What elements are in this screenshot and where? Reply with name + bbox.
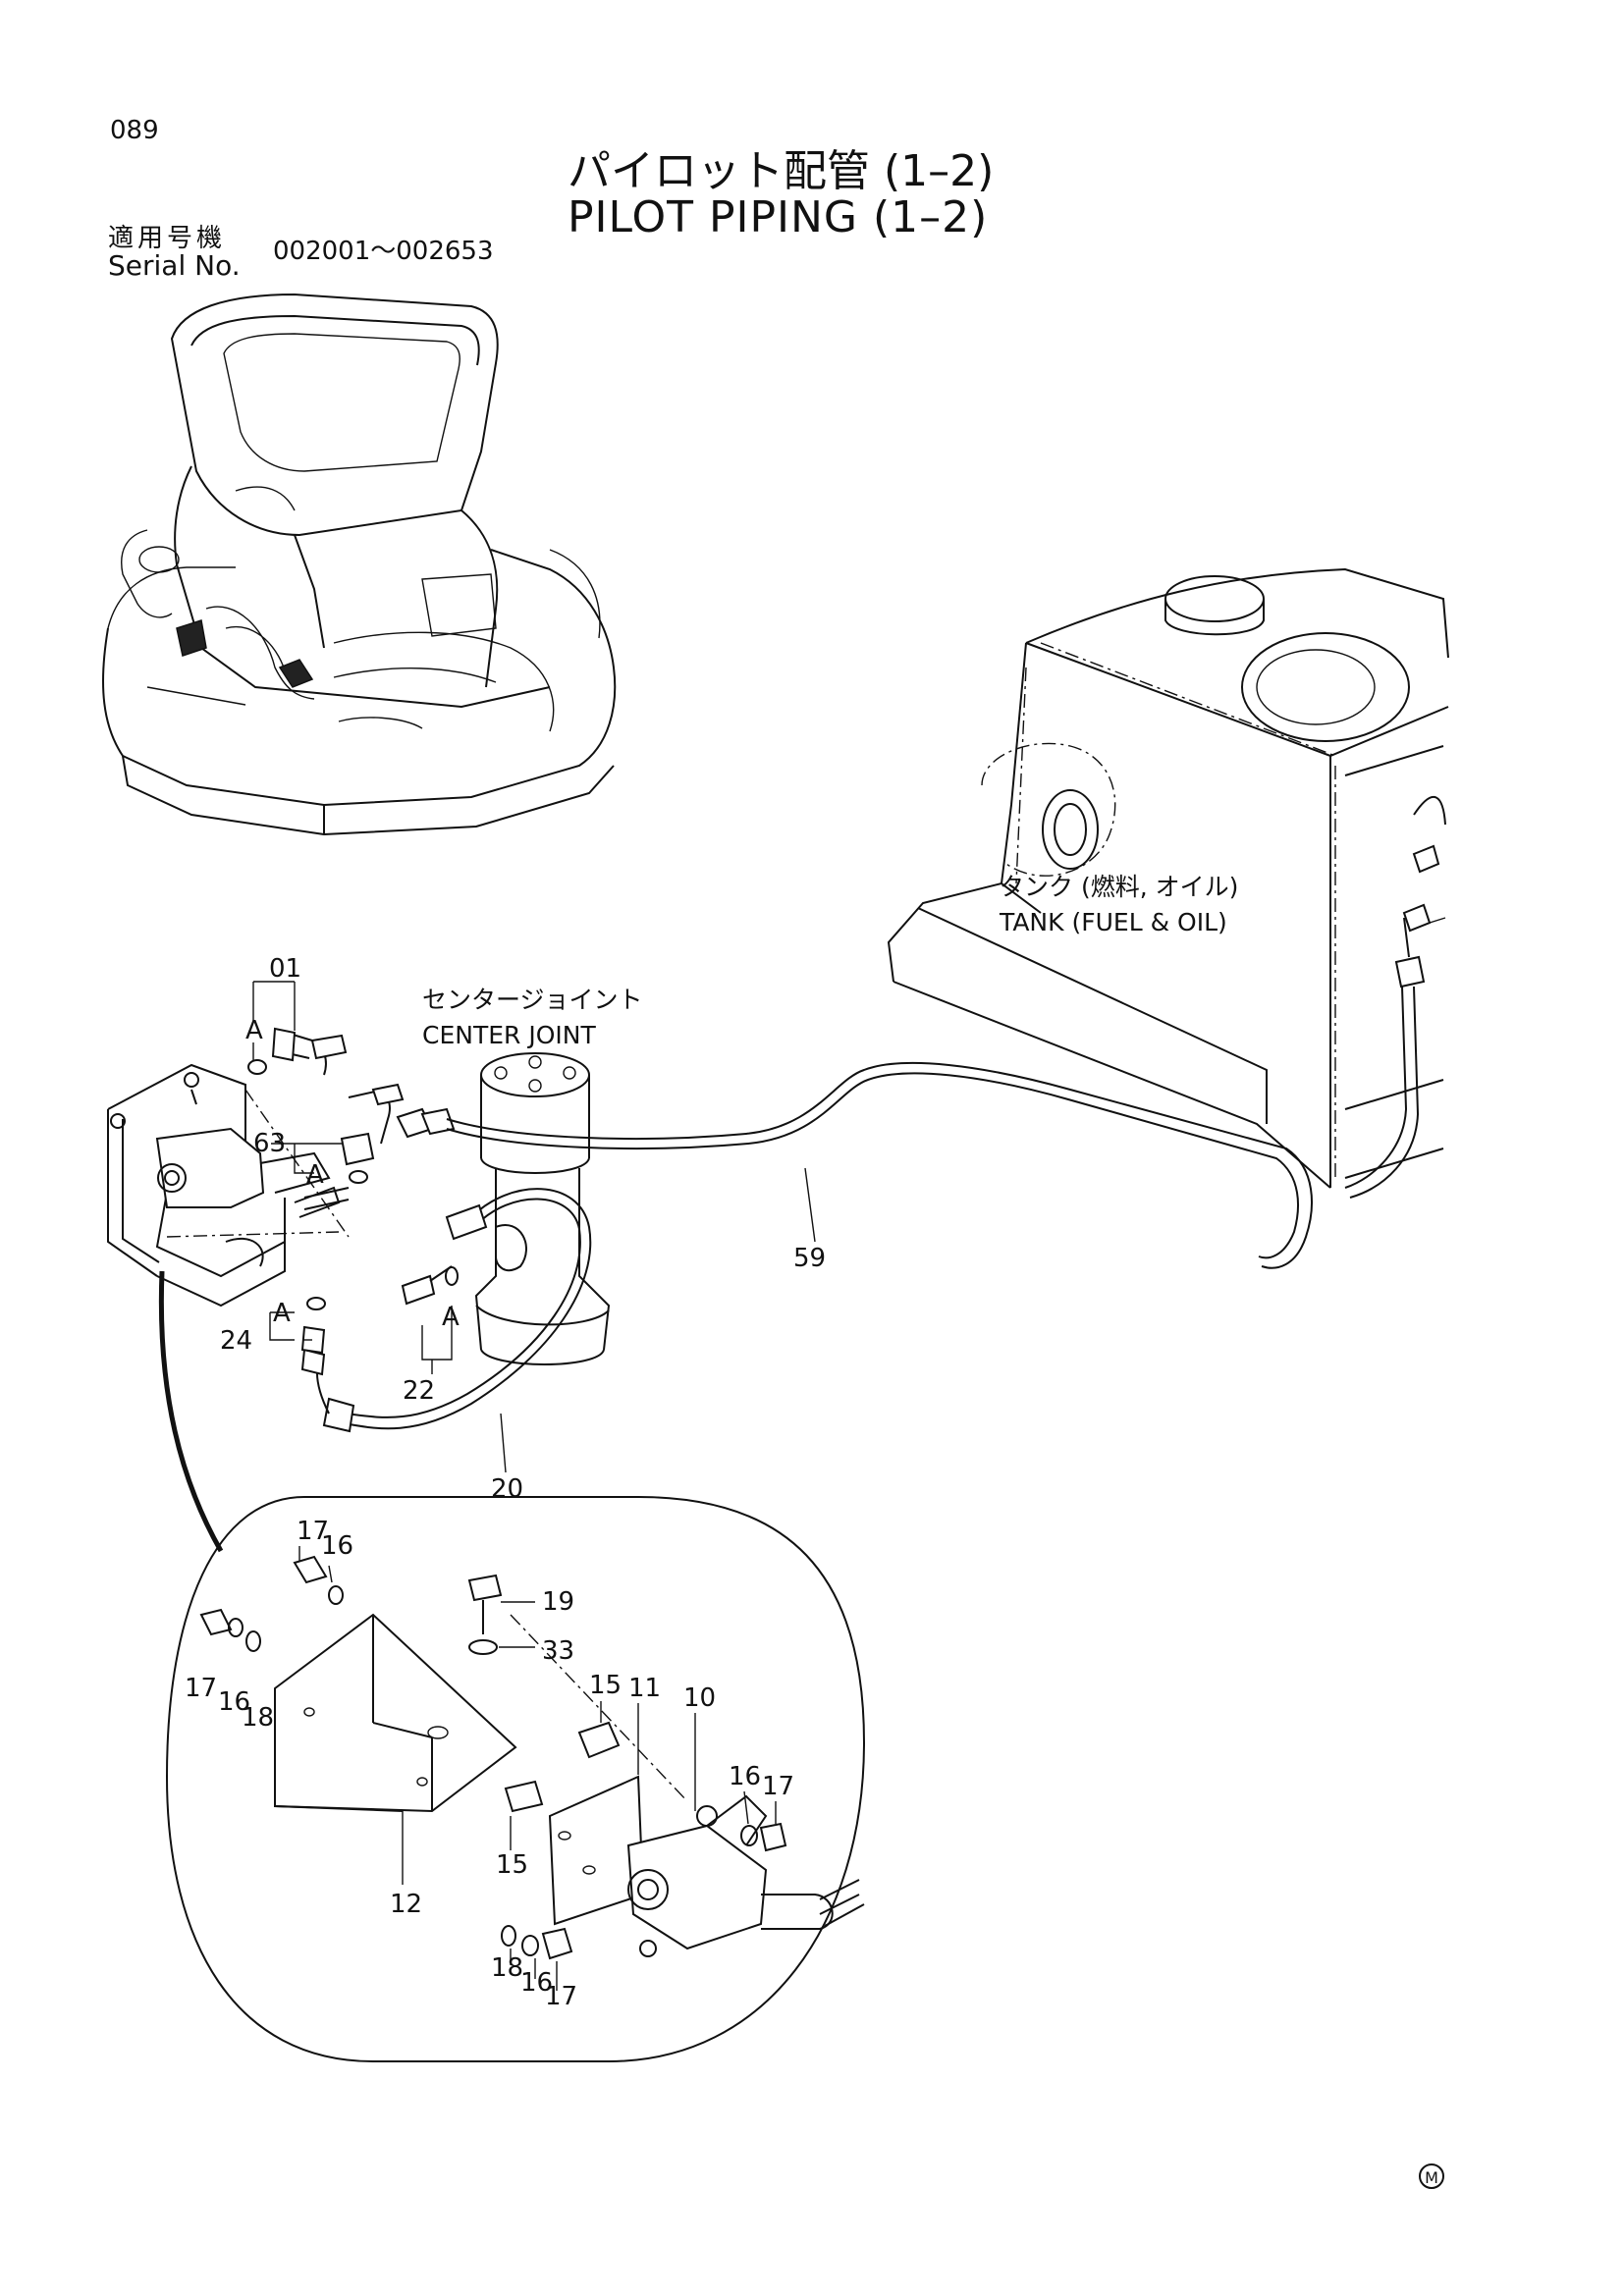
hose-nut <box>420 1107 456 1136</box>
part-label-17-b: 17 <box>185 1674 217 1703</box>
page-title-english: PILOT PIPING (1–2) <box>568 192 989 242</box>
o-ring-24 <box>306 1297 326 1310</box>
serial-label-english: Serial No. <box>108 249 241 282</box>
detail-ref-a-2: A <box>306 1160 324 1190</box>
washer-33 <box>468 1639 498 1655</box>
adapter-22 <box>401 1274 436 1306</box>
part-label-24: 24 <box>220 1326 252 1356</box>
washer-18 <box>245 1630 261 1652</box>
hose-20-edge <box>345 1198 581 1418</box>
leader-lines-detail <box>298 1546 777 1991</box>
part-label-16-c: 16 <box>729 1762 761 1791</box>
valve-10 <box>510 1614 865 1957</box>
part-label-17-d: 17 <box>545 1982 577 2011</box>
serial-range: 002001～002653 <box>273 237 494 266</box>
washer-16-b <box>328 1585 344 1605</box>
page-title-japanese: パイロット配管 (1–2) <box>568 146 995 196</box>
part-label-16-d: 16 <box>520 1968 553 1998</box>
center-joint-label-japanese: センタージョイント <box>422 986 643 1014</box>
serial-label-japanese: 適用号機 <box>108 224 227 253</box>
detail-callout-connector <box>158 1270 224 1553</box>
part-label-63: 63 <box>253 1129 286 1158</box>
center-joint-illustration <box>474 1052 611 1365</box>
detail-ref-a-3: A <box>273 1299 291 1328</box>
hose-20-swivel <box>300 1348 326 1376</box>
machine-overview-illustration <box>102 293 617 836</box>
hose-59-edge <box>446 1072 1299 1259</box>
nut-17-c <box>759 1822 787 1852</box>
fitting-63 <box>340 1083 405 1184</box>
bolt-19 <box>467 1574 503 1602</box>
washer-16-c <box>740 1825 758 1846</box>
nut-17-b <box>293 1555 328 1584</box>
part-label-33: 33 <box>542 1636 574 1666</box>
part-label-16-b: 16 <box>218 1687 250 1717</box>
center-joint-label-english: CENTER JOINT <box>422 1021 596 1049</box>
part-label-17-c: 17 <box>762 1772 794 1801</box>
adapter-24 <box>300 1325 326 1355</box>
fuel-oil-tank-illustration <box>887 567 1449 1199</box>
part-label-12: 12 <box>390 1890 422 1919</box>
part-label-16-a: 16 <box>321 1531 353 1561</box>
part-label-22: 22 <box>403 1376 435 1406</box>
maker-mark: M <box>1425 2168 1438 2187</box>
maker-mark-circle <box>1419 2163 1444 2189</box>
hose-20-end <box>322 1397 355 1433</box>
part-label-17-a: 17 <box>297 1517 329 1546</box>
part-label-20: 20 <box>491 1474 523 1504</box>
washer-16-a <box>228 1618 244 1637</box>
part-label-11: 11 <box>628 1674 661 1703</box>
leader-lines-upper <box>252 981 816 1473</box>
part-label-15-a: 15 <box>589 1671 622 1700</box>
part-label-18-b: 18 <box>491 1953 523 1983</box>
part-label-19: 19 <box>542 1587 574 1617</box>
part-label-15-b: 15 <box>496 1850 528 1880</box>
stud-15-a <box>577 1721 621 1759</box>
detail-bubble <box>165 1496 866 2062</box>
washer-16-d <box>521 1935 539 1956</box>
part-label-18-a: 18 <box>242 1703 274 1733</box>
hose-20-upper-fitting <box>445 1203 488 1241</box>
part-label-59: 59 <box>793 1244 826 1273</box>
stud-15-b <box>504 1780 544 1813</box>
tank-label-english: TANK (FUEL & OIL) <box>999 908 1227 936</box>
detail-ref-a-4: A <box>442 1303 460 1332</box>
bracket-12 <box>274 1613 517 1813</box>
nut-17-d <box>541 1927 573 1960</box>
part-label-10: 10 <box>683 1683 716 1713</box>
detail-ref-a-1: A <box>245 1016 263 1045</box>
hose-59 <box>446 1061 1313 1269</box>
nut-17-a <box>199 1608 233 1636</box>
pilot-valve-assembly <box>107 1063 350 1308</box>
hose-20 <box>343 1188 592 1430</box>
page-number: 089 <box>110 116 159 145</box>
part-label-01: 01 <box>269 954 301 984</box>
washer-18-b <box>501 1925 516 1947</box>
tank-label-japanese: タンク (燃料, オイル) <box>1000 873 1238 901</box>
fitting-01 <box>247 1027 348 1076</box>
o-ring-22 <box>445 1266 459 1286</box>
